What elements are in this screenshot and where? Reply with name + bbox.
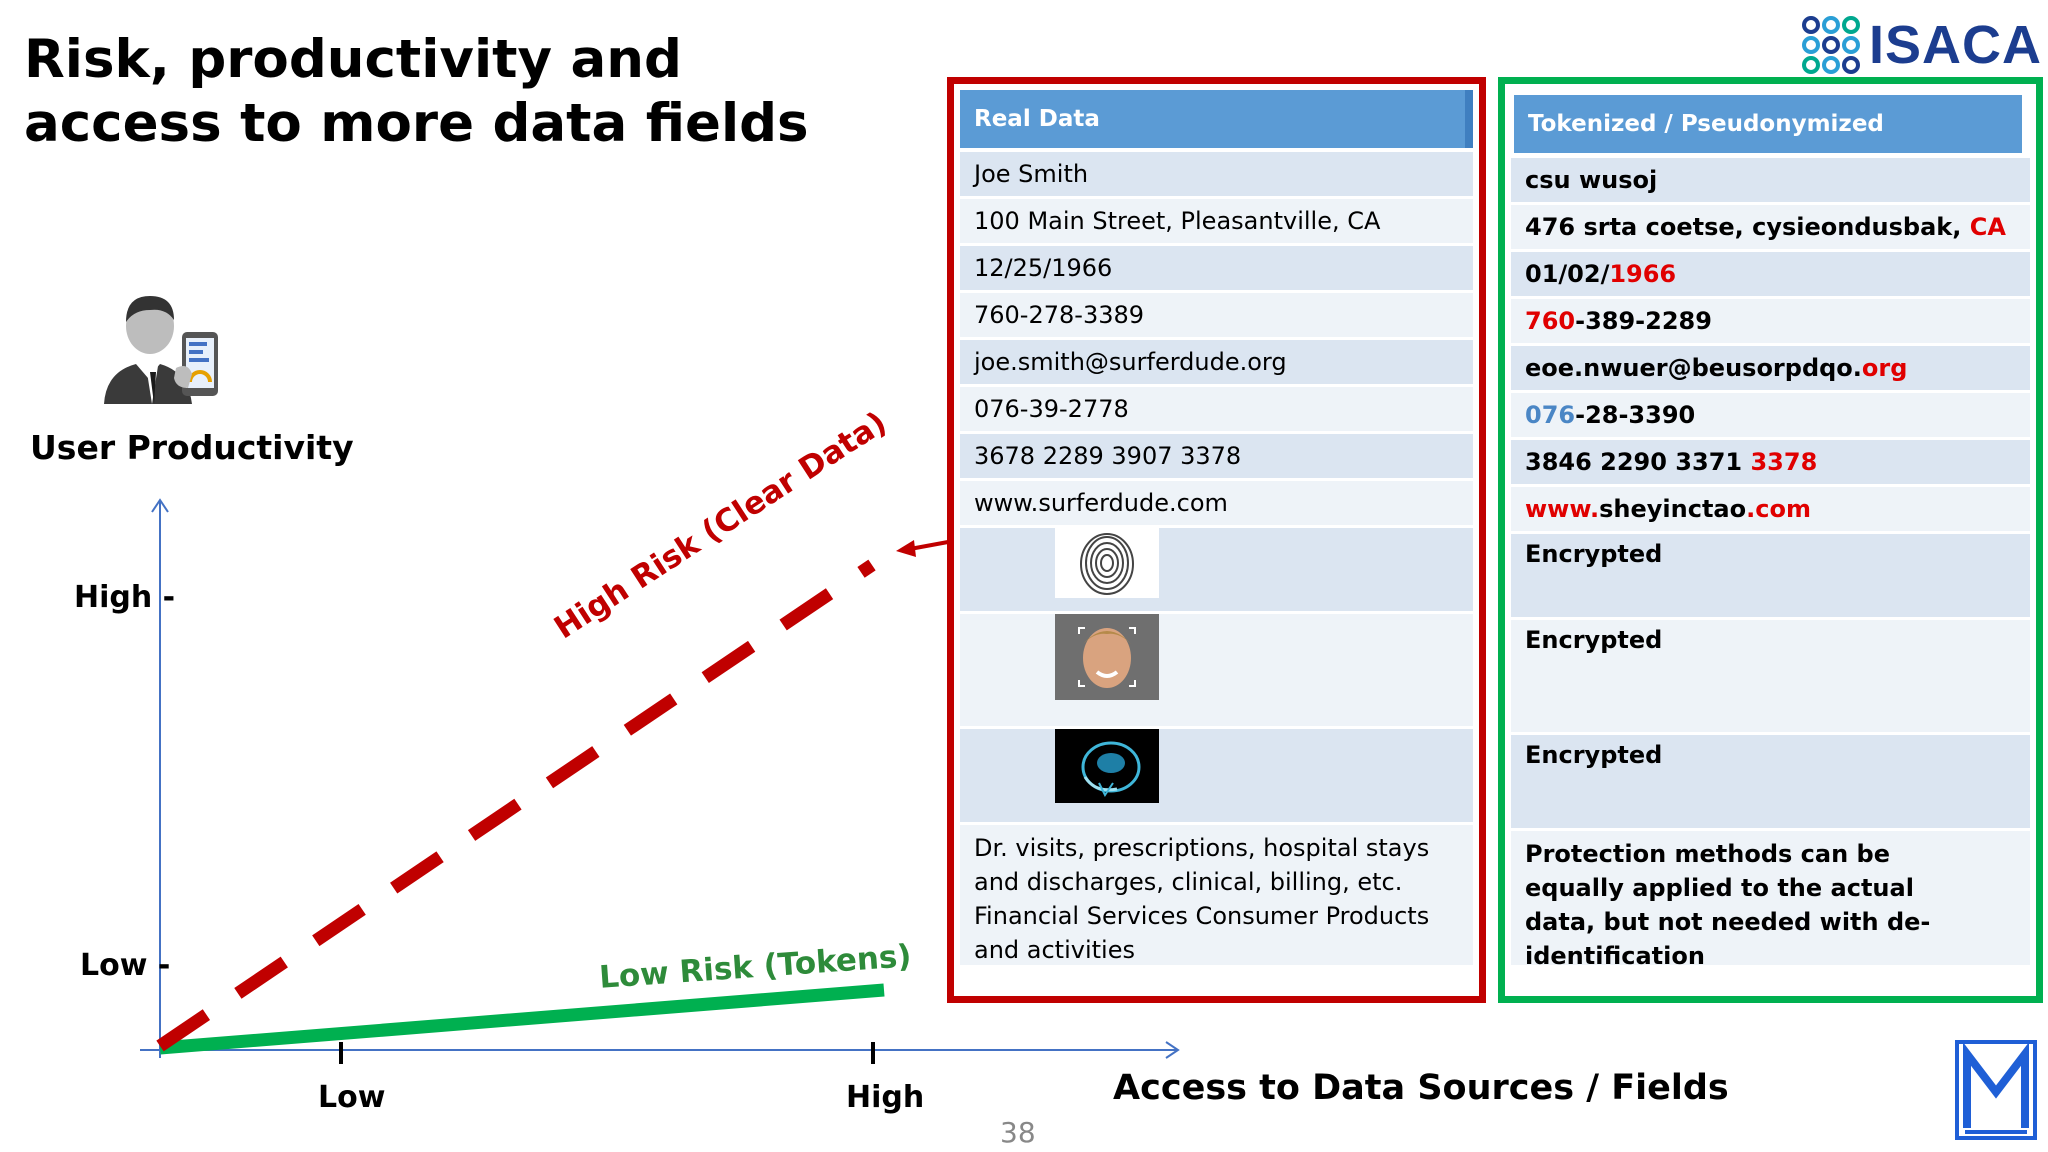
real-ssn-row: 076-39-2778: [960, 387, 1473, 434]
token-dob-row: 01/02/1966: [1511, 252, 2030, 299]
x-tick-label-low: Low: [318, 1080, 386, 1115]
high-risk-line: [156, 559, 876, 1052]
token-web-prefix: www.: [1525, 495, 1600, 523]
real-card-row: 3678 2289 3907 3378: [960, 434, 1473, 481]
page-number: 38: [1000, 1116, 1036, 1149]
token-encrypted-row-2: Encrypted: [1511, 620, 2030, 735]
token-note-text: Protection methods can be equally applie…: [1525, 840, 1931, 970]
y-tick-low: Low -: [80, 948, 171, 983]
pointer-arrow: [909, 540, 949, 551]
brain-xray-icon: [1055, 729, 1159, 803]
isaca-mark-icon: [1801, 16, 1860, 74]
real-address-row: 100 Main Street, Pleasantville, CA: [960, 199, 1473, 246]
real-face-row: [960, 614, 1473, 729]
token-address-row: 476 srta coetse, cysieondusbak, CA: [1511, 205, 2030, 252]
token-card-kept: 3378: [1750, 448, 1818, 476]
token-phone-row: 760-389-2289: [1511, 299, 2030, 346]
token-note-row: Protection methods can be equally applie…: [1511, 831, 2030, 970]
face-photo-icon: [1055, 614, 1159, 700]
token-dob-part: 01/02/: [1525, 260, 1610, 288]
real-note-text: Dr. visits, prescriptions, hospital stay…: [974, 834, 1430, 964]
real-note-row: Dr. visits, prescriptions, hospital stay…: [960, 825, 1473, 968]
real-xray-row: [960, 729, 1473, 825]
user-with-phone-icon: [104, 296, 218, 404]
real-phone-row: 760-278-3389: [960, 293, 1473, 340]
real-data-panel: Real Data Joe Smith 100 Main Street, Ple…: [947, 77, 1486, 1003]
real-name-row: Joe Smith: [960, 152, 1473, 199]
token-email-row: eoe.nwuer@beusorpdqo.org: [1511, 346, 2030, 393]
fingerprint-icon: [1055, 528, 1159, 598]
tokenized-panel: Tokenized / Pseudonymized csu wusoj 476 …: [1498, 77, 2043, 1003]
m-logo-icon: [1955, 1040, 2037, 1140]
token-web-part: sheyinctao: [1599, 495, 1747, 523]
token-address-kept: CA: [1969, 213, 2006, 241]
token-email-part: eoe.nwuer@beusorpdqo.: [1525, 354, 1862, 382]
token-phone-kept: 760: [1525, 307, 1576, 335]
isaca-logo-text: ISACA: [1868, 15, 2042, 75]
token-ssn-row: 076-28-3390: [1511, 393, 2030, 440]
token-phone-part: -389-2289: [1575, 307, 1712, 335]
real-email-row: joe.smith@surferdude.org: [960, 340, 1473, 387]
x-axis-label: Access to Data Sources / Fields: [1113, 1068, 1729, 1108]
token-email-kept: org: [1861, 354, 1908, 382]
token-web-suffix: .com: [1746, 495, 1811, 523]
real-data-header: Real Data: [960, 90, 1473, 148]
isaca-logo: ISACA: [1801, 14, 2042, 76]
token-name-row: csu wusoj: [1511, 158, 2030, 205]
y-axis-label: User Productivity: [30, 428, 354, 467]
pointer-arrowhead: [896, 540, 916, 557]
token-encrypted-row-1: Encrypted: [1511, 534, 2030, 620]
y-tick-high: High -: [74, 580, 176, 615]
token-encrypted-row-3: Encrypted: [1511, 735, 2030, 831]
token-ssn-kept: 076: [1525, 401, 1576, 429]
low-risk-line: [159, 983, 885, 1055]
x-tick-label-high: High: [846, 1080, 925, 1115]
token-website-row: www.sheyinctao.com: [1511, 487, 2030, 534]
token-ssn-part: -28-3390: [1575, 401, 1696, 429]
y-axis-arrow: [151, 498, 169, 513]
real-fingerprint-row: [960, 528, 1473, 614]
real-dob-row: 12/25/1966: [960, 246, 1473, 293]
x-axis-arrow: [1165, 1041, 1180, 1059]
tokenized-header: Tokenized / Pseudonymized: [1514, 95, 2022, 153]
token-card-row: 3846 2290 3371 3378: [1511, 440, 2030, 487]
token-address-part: 476 srta coetse, cysieondusbak,: [1525, 213, 1970, 241]
token-dob-kept: 1966: [1609, 260, 1677, 288]
page-title: Risk, productivity and access to more da…: [24, 29, 809, 154]
token-card-part: 3846 2290 3371: [1525, 448, 1751, 476]
real-website-row: www.surferdude.com: [960, 481, 1473, 528]
